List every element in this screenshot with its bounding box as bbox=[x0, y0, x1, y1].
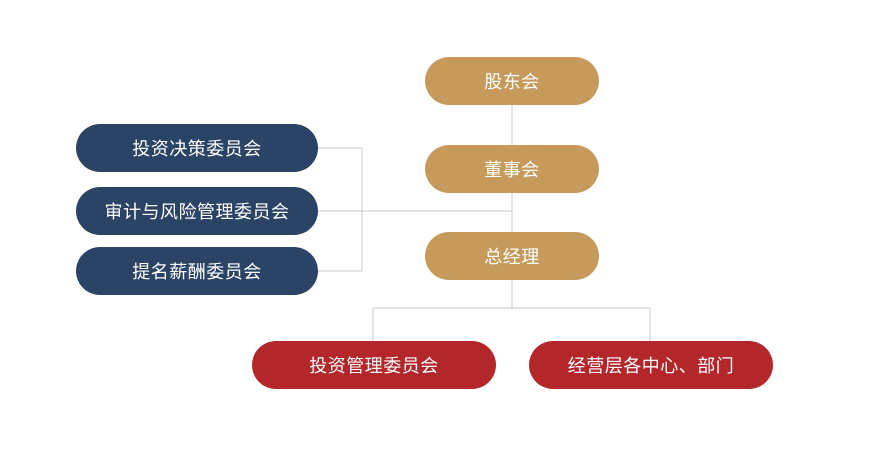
node-board: 董事会 bbox=[425, 145, 599, 193]
node-audit-risk-committee: 审计与风险管理委员会 bbox=[76, 187, 318, 235]
node-investment-management-committee: 投资管理委员会 bbox=[252, 341, 496, 389]
node-operations-centers-departments-label: 经营层各中心、部门 bbox=[567, 356, 735, 377]
node-board-label: 董事会 bbox=[484, 160, 540, 181]
node-nomination-compensation-committee-label: 提名薪酬委员会 bbox=[132, 262, 262, 283]
node-investment-decision-committee: 投资决策委员会 bbox=[76, 124, 318, 172]
node-investment-management-committee-label: 投资管理委员会 bbox=[309, 356, 439, 377]
node-shareholders: 股东会 bbox=[425, 57, 599, 105]
node-shareholders-label: 股东会 bbox=[484, 72, 540, 93]
node-audit-risk-committee-label: 审计与风险管理委员会 bbox=[104, 202, 290, 223]
node-investment-decision-committee-label: 投资决策委员会 bbox=[132, 139, 262, 160]
node-nomination-compensation-committee: 提名薪酬委员会 bbox=[76, 247, 318, 295]
node-general-manager-label: 总经理 bbox=[484, 247, 540, 268]
node-operations-centers-departments: 经营层各中心、部门 bbox=[529, 341, 773, 389]
node-general-manager: 总经理 bbox=[425, 232, 599, 280]
